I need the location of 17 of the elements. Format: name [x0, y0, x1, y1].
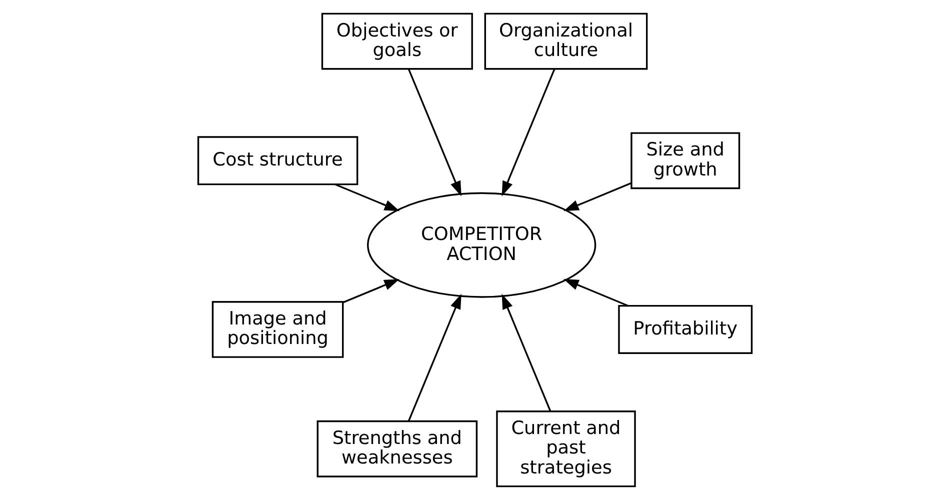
node-box: Organizational culture — [484, 12, 648, 70]
arrow — [408, 294, 462, 422]
arrow — [502, 68, 556, 196]
node-ellipse: COMPETITOR ACTION — [367, 192, 596, 298]
arrow — [408, 68, 462, 196]
node-box: Size and growth — [630, 132, 740, 190]
arrow — [334, 184, 400, 212]
node-box: Strengths and weaknesses — [316, 420, 478, 478]
node-box: Cost structure — [197, 136, 358, 186]
arrow — [502, 294, 552, 412]
arrow — [564, 182, 632, 212]
node-box: Profitability — [618, 304, 753, 354]
node-box: Current and past strategies — [496, 410, 636, 488]
arrow — [343, 279, 400, 304]
arrow — [563, 278, 628, 307]
node-box: Objectives or goals — [321, 12, 473, 70]
node-box: Image and positioning — [212, 301, 344, 358]
